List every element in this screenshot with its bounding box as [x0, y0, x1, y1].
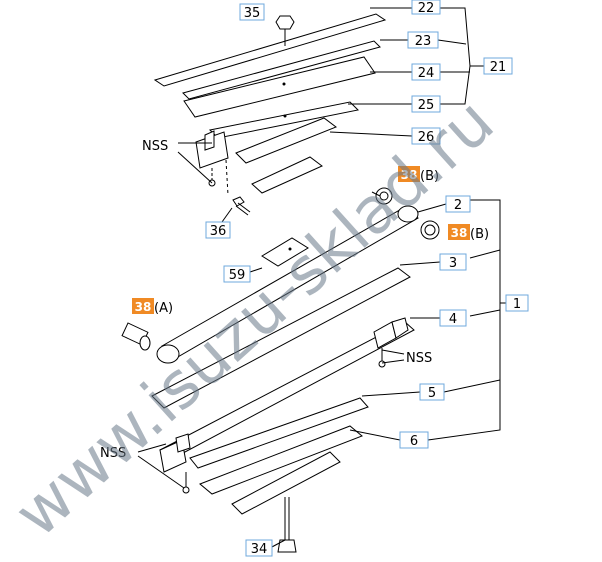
center-bolt-34	[277, 497, 297, 553]
svg-text:38: 38	[135, 300, 152, 314]
callout-38a[interactable]: 38 (A)	[132, 298, 173, 316]
callout-38b-upper[interactable]: 38 (B)	[398, 166, 439, 184]
callout-36[interactable]: 36	[205, 221, 231, 239]
svg-text:(A): (A)	[154, 301, 173, 316]
callout-1[interactable]: 1	[505, 294, 529, 312]
clip-bracket-upper	[195, 130, 229, 196]
svg-text:22: 22	[418, 1, 435, 16]
main-leaf-2	[156, 205, 419, 364]
svg-text:38: 38	[451, 226, 468, 240]
callout-2[interactable]: 2	[445, 195, 471, 213]
callout-21[interactable]: 21	[483, 57, 513, 75]
svg-text:5: 5	[428, 386, 436, 401]
svg-text:3: 3	[449, 256, 457, 271]
bushing-38b-lower	[420, 220, 440, 240]
callout-6[interactable]: 6	[399, 431, 429, 449]
nss-label-middle: NSS	[406, 351, 432, 366]
leaf-26a	[235, 117, 338, 164]
svg-text:36: 36	[210, 224, 227, 239]
svg-text:35: 35	[244, 6, 261, 21]
svg-text:26: 26	[418, 130, 435, 145]
callout-5[interactable]: 5	[419, 383, 445, 401]
callout-38b-lower[interactable]: 38 (B)	[448, 224, 489, 242]
callout-59[interactable]: 59	[223, 265, 251, 283]
callout-4[interactable]: 4	[439, 309, 467, 327]
svg-text:6: 6	[410, 434, 418, 449]
callout-34[interactable]: 34	[245, 539, 273, 557]
leaf-24	[183, 56, 376, 118]
leaf-23	[182, 40, 381, 100]
leaf-6	[199, 425, 363, 495]
leaf-26b	[251, 156, 323, 194]
svg-text:38: 38	[401, 168, 418, 182]
nut-35	[275, 15, 295, 46]
leader-lines	[137, 7, 506, 549]
svg-text:1: 1	[513, 297, 521, 312]
callout-22[interactable]: 22	[411, 0, 441, 16]
callout-35[interactable]: 35	[239, 3, 265, 21]
bolt-36	[232, 196, 251, 216]
svg-text:25: 25	[418, 98, 435, 113]
leaf-5	[189, 397, 369, 469]
svg-text:4: 4	[449, 312, 457, 327]
svg-text:21: 21	[490, 60, 507, 75]
callout-24[interactable]: 24	[411, 63, 441, 81]
leaf-3	[151, 267, 411, 409]
clip-bracket-lower	[159, 433, 191, 494]
nss-label-lower: NSS	[100, 446, 126, 461]
svg-text:24: 24	[418, 66, 435, 81]
svg-text:(B): (B)	[420, 169, 439, 184]
svg-text:2: 2	[454, 198, 462, 213]
svg-text:59: 59	[229, 268, 246, 283]
callout-23[interactable]: 23	[407, 31, 439, 49]
svg-text:34: 34	[251, 542, 268, 557]
nss-label-upper: NSS	[142, 139, 168, 154]
svg-text:23: 23	[415, 34, 432, 49]
callout-3[interactable]: 3	[439, 253, 467, 271]
spacer-59	[261, 237, 309, 267]
leaf-6b	[231, 451, 341, 515]
leaf-22	[153, 13, 387, 87]
svg-text:(B): (B)	[470, 227, 489, 242]
callout-25[interactable]: 25	[411, 95, 441, 113]
bushing-38b-upper	[371, 187, 393, 205]
callout-26[interactable]: 26	[411, 127, 441, 145]
bushing-38a	[121, 322, 151, 351]
